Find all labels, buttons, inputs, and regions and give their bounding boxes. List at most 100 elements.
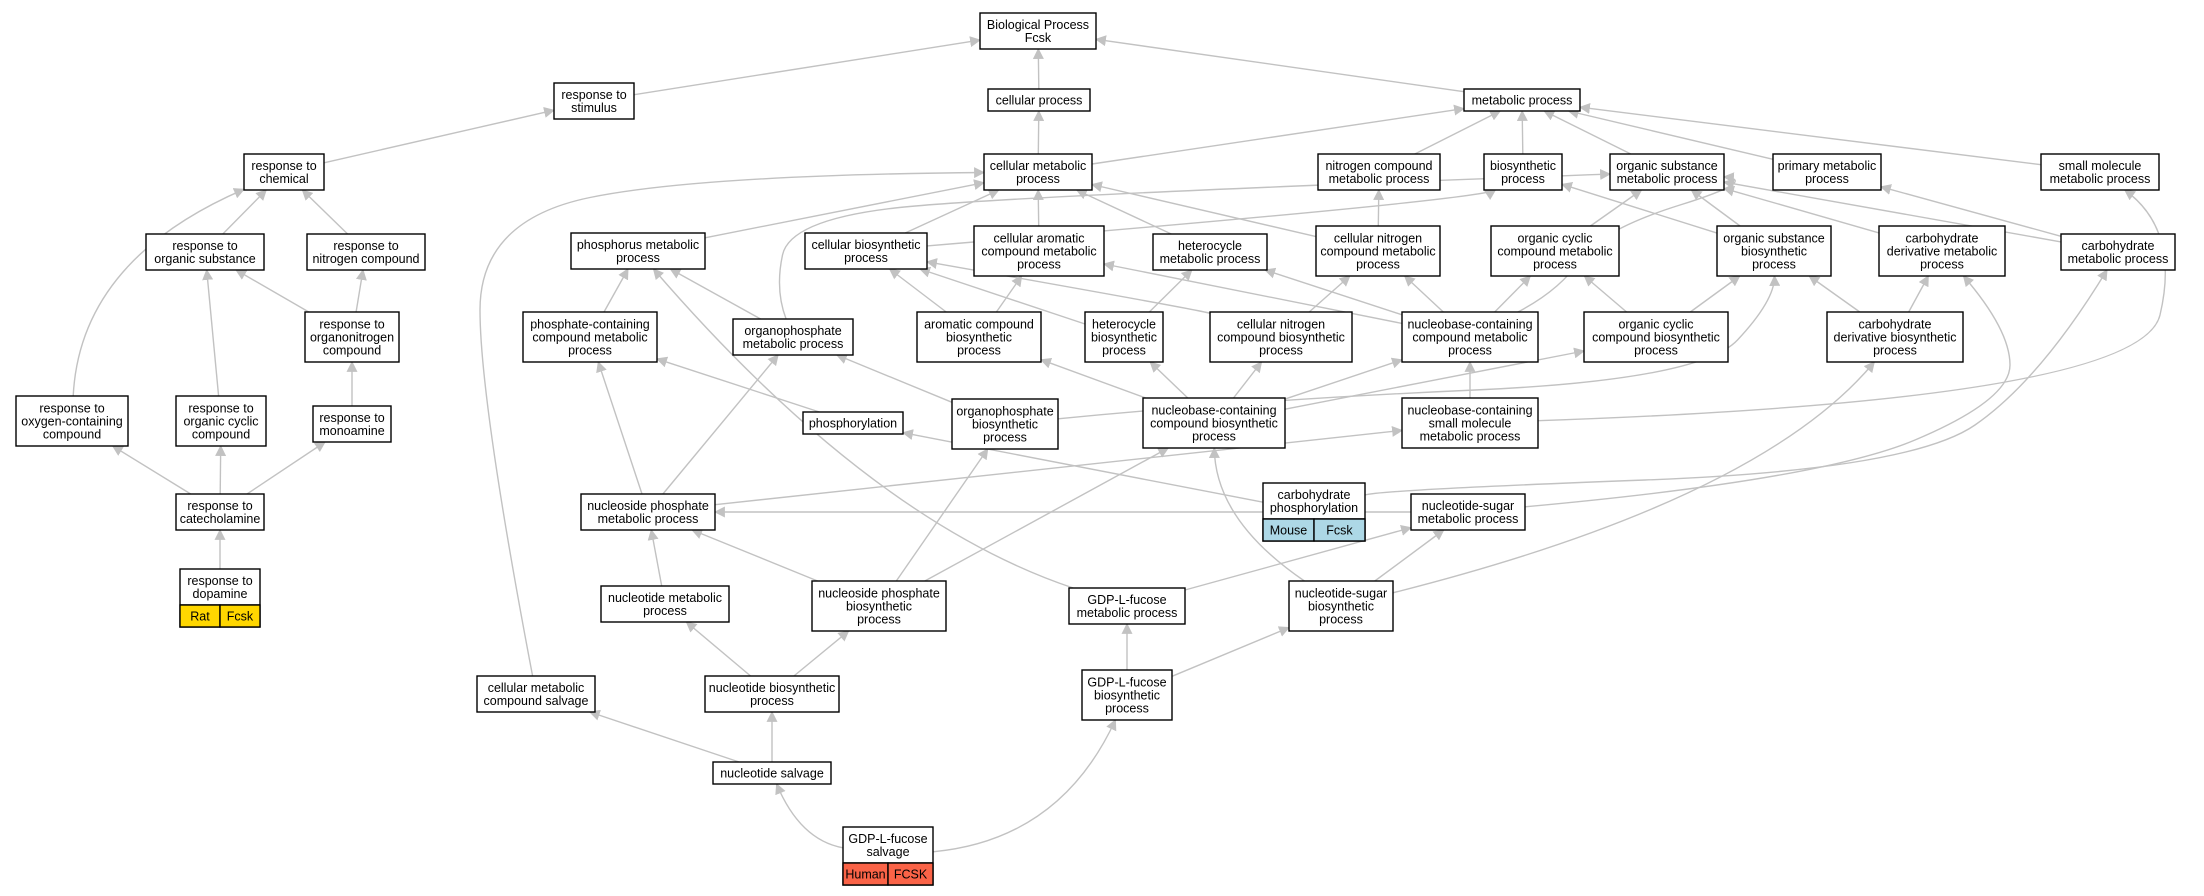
node-box (175, 493, 265, 531)
node-label-line: cellular biosynthetic (811, 238, 920, 252)
node-label-line: process (1805, 172, 1849, 186)
edge-aromatic-compound-biosynthetic-process-to-cellular-biosynthetic-process (888, 268, 947, 313)
edge-phosphate-containing-compound-metabolic-process-to-phosphorus-metabolic-process (603, 268, 629, 313)
node-label-line: process (1873, 344, 1917, 358)
node-label-line: GDP-L-fucose (1087, 676, 1166, 690)
node-label-line: metabolic process (1077, 606, 1178, 620)
edge-gdp-l-fucose-biosynthetic-process-to-nucleotide-sugar-biosynthetic-process (1171, 626, 1291, 677)
node-label-line: organonitrogen (310, 331, 394, 345)
edge-aromatic-compound-biosynthetic-process-to-cellular-aromatic-compound-metabolic-process (995, 275, 1023, 313)
edge-nucleoside-phosphate-biosynthetic-process-to-organophosphate-biosynthetic-process (895, 448, 989, 582)
tag-gene-cell (887, 862, 934, 886)
node-box (145, 233, 265, 271)
node-box (987, 88, 1091, 112)
node-box (1878, 225, 2006, 277)
node-phosphorylation[interactable]: phosphorylation (802, 411, 904, 435)
node-box (804, 232, 928, 270)
edge-organic-cyclic-compound-biosynthetic-process-to-organic-cyclic-compound-metabolic-process (1583, 275, 1628, 313)
node-label-line: organophosphate (956, 405, 1053, 419)
node-label-line: nucleotide metabolic (608, 591, 722, 605)
edge-carbohydrate-phosphorylation-to-carbohydrate-metabolic-process (1364, 269, 2108, 496)
edge-response-to-catecholamine-to-response-to-oxygen-containing-compound (111, 445, 192, 495)
edge-response-to-organic-cyclic-compound-to-response-to-organic-substance (202, 268, 220, 397)
node-metabolic-process[interactable]: metabolic process (1463, 88, 1581, 112)
node-label-line: response to (172, 239, 237, 253)
node-box (1463, 88, 1581, 112)
edge-cellular-nitrogen-compound-metabolic-process-to-nitrogen-compound-metabolic-process (1373, 188, 1385, 227)
edge-organophosphate-metabolic-process-to-organic-substance-metabolic-process (778, 168, 1612, 320)
edge-cellular-process-to-biological-process (1032, 47, 1044, 90)
node-label-line: metabolic process (1420, 430, 1521, 444)
node-label-line: biosynthetic (846, 600, 912, 614)
edge-nucleobase-containing-compound-metabolic-process-to-heterocycle-metabolic-process (1264, 267, 1403, 316)
node-box (1490, 225, 1620, 277)
edge-organic-cyclic-compound-biosynthetic-process-to-organic-substance-biosynthetic-process (1689, 275, 1741, 313)
node-label-line: response to (188, 402, 253, 416)
node-box (704, 675, 840, 713)
edge-nucleotide-biosynthetic-process-to-nucleotide-metabolic-process (685, 621, 752, 677)
node-box (570, 232, 706, 270)
node-label-line: nucleotide salvage (720, 767, 824, 781)
edge-nucleoside-phosphate-biosynthetic-process-to-nucleoside-phosphate-metabolic-process (691, 528, 818, 582)
edge-response-to-oxygen-containing-compound-to-response-to-chemical (72, 188, 246, 397)
node-box (1288, 580, 1394, 632)
node-label-line: process (1105, 702, 1149, 716)
node-cellular-process[interactable]: cellular process (987, 88, 1091, 112)
node-box (732, 318, 854, 356)
node-nucleotide-salvage[interactable]: nucleotide salvage (712, 761, 832, 785)
edges-layer (72, 35, 2166, 853)
node-label-line: biosynthetic (1741, 245, 1807, 259)
edge-gdp-l-fucose-salvage-to-nucleotide-salvage (775, 782, 844, 849)
node-box (951, 398, 1059, 450)
node-label-line: process (1501, 172, 1545, 186)
